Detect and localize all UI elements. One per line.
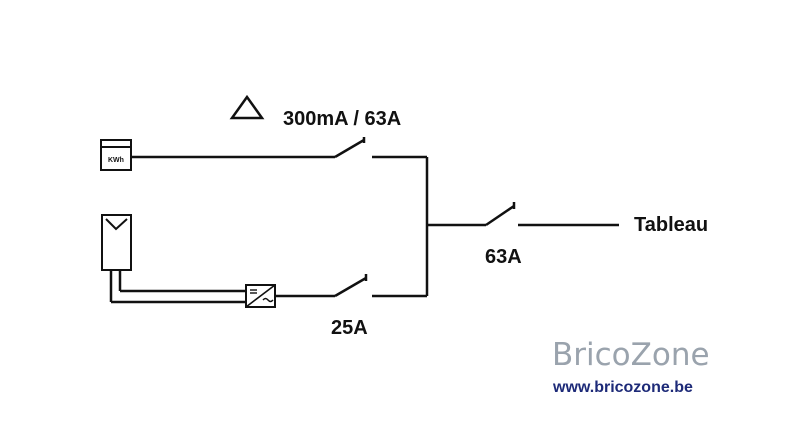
solar-breaker-label: 25A	[331, 317, 368, 339]
meter-unit-label: KWh	[108, 157, 124, 164]
watermark-url: www.bricozone.be	[552, 379, 693, 396]
main-breaker-label: 300mA / 63A	[283, 108, 401, 130]
output-breaker-label: 63A	[485, 246, 522, 268]
inverter-icon	[245, 284, 276, 308]
output-breaker-blade	[485, 204, 515, 227]
warning-triangle-icon	[229, 94, 265, 120]
main-breaker-blade	[334, 138, 365, 159]
destination-label: Tableau	[634, 214, 708, 236]
watermark-brand: BricoZone	[552, 337, 710, 373]
kwh-meter-icon: KWh	[100, 139, 132, 171]
solar-dc-wires	[109, 270, 246, 304]
solar-breaker-blade	[334, 276, 367, 298]
solar-panel-icon	[101, 214, 132, 271]
